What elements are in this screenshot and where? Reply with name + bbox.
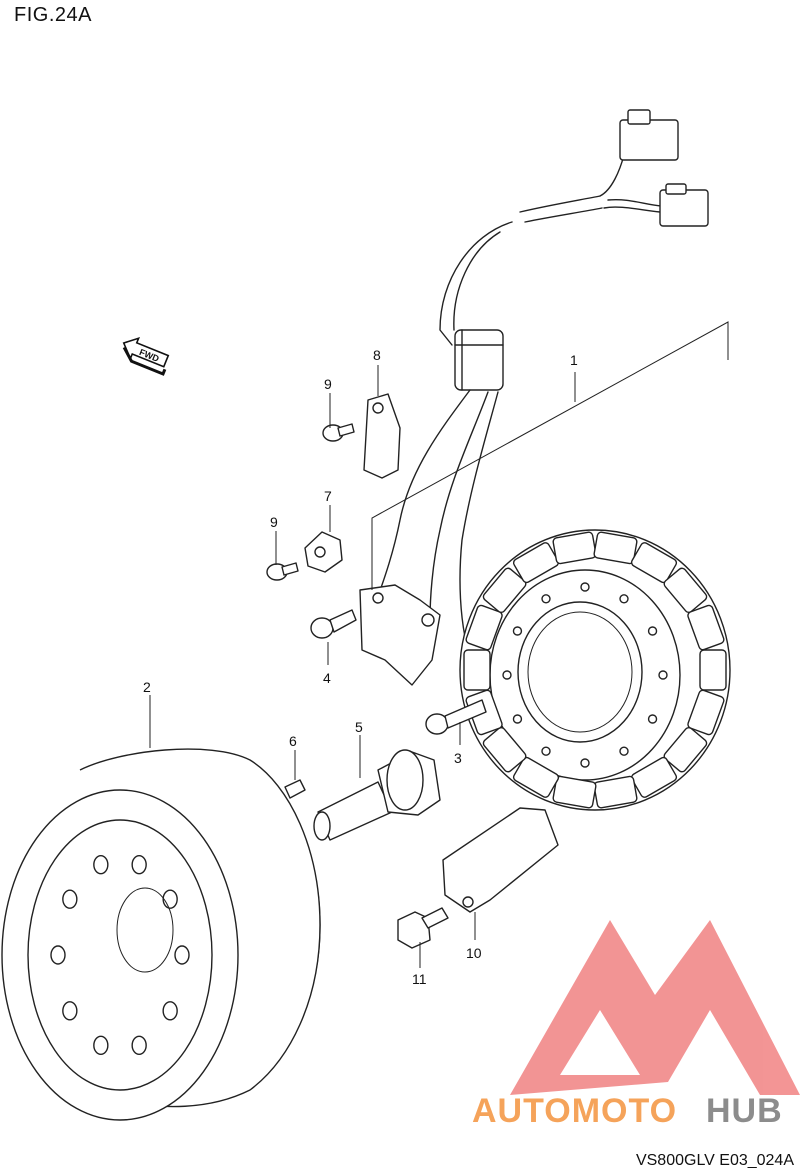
stator-hole xyxy=(580,758,590,768)
rotor-hole xyxy=(93,1035,109,1056)
callout-8: 8 xyxy=(373,347,381,363)
stator-pole xyxy=(630,542,678,584)
stator-hole xyxy=(541,594,551,604)
guide-bolt xyxy=(397,907,449,949)
callout-9-lower: 9 xyxy=(270,514,278,530)
figure-title: FIG.24A xyxy=(14,4,92,26)
lead-wire-guide xyxy=(442,807,559,913)
rotor-hole xyxy=(62,889,78,909)
watermark-logo-icon xyxy=(510,920,800,1095)
stator-pole xyxy=(463,649,491,691)
stator-hole xyxy=(647,626,658,636)
woodruff-key xyxy=(284,779,306,799)
connector-lower xyxy=(659,189,709,227)
stator-pole xyxy=(593,531,638,565)
callout-2: 2 xyxy=(143,679,151,695)
callout-5: 5 xyxy=(355,719,363,735)
stator-pole xyxy=(482,726,527,773)
callout-3: 3 xyxy=(454,750,462,766)
wire-clamp-plate xyxy=(363,393,401,479)
callout-6: 6 xyxy=(289,733,297,749)
stator-pole xyxy=(552,531,597,565)
callout-7: 7 xyxy=(324,488,332,504)
callout-labels: 1 2 3 4 5 6 7 8 9 9 10 11 xyxy=(143,347,578,987)
stator-pole xyxy=(465,604,503,651)
connector-upper xyxy=(619,119,679,161)
stator-pole xyxy=(699,649,727,691)
callout-1: 1 xyxy=(570,352,578,368)
rotor-hole xyxy=(174,945,190,965)
stator-pole xyxy=(663,726,708,773)
stator-hole xyxy=(541,746,551,756)
callout-11: 11 xyxy=(412,971,427,987)
rotor-hole xyxy=(162,1001,178,1021)
stator-hole xyxy=(619,594,629,604)
stator-hole xyxy=(512,626,523,636)
wire-clamp xyxy=(304,531,343,573)
figure-code: VS800GLV E03_024A xyxy=(635,1152,794,1169)
callout-10: 10 xyxy=(466,945,482,961)
stator-pole xyxy=(593,775,638,809)
stator-hole xyxy=(512,714,523,724)
stator-hole xyxy=(647,714,658,724)
stator-pole xyxy=(663,567,708,614)
stator-bracket-screw xyxy=(310,609,357,639)
callout-4: 4 xyxy=(323,670,331,686)
watermark-suffix: HUB xyxy=(706,1092,783,1130)
rotor-hole xyxy=(131,854,147,875)
stator-bracket xyxy=(359,584,441,686)
rotor-hole xyxy=(162,889,178,909)
watermark-prefix: AUTOMOTO xyxy=(472,1092,677,1130)
flywheel-rotor xyxy=(1,748,321,1121)
stator-hole xyxy=(580,582,590,592)
stator-hole xyxy=(502,670,512,680)
screw-upper xyxy=(322,423,355,442)
stator-pole xyxy=(687,689,725,736)
stator-pole xyxy=(552,775,597,809)
stator-assembly xyxy=(359,529,731,811)
stator-hole xyxy=(658,670,668,680)
stator-pole xyxy=(687,604,725,651)
stator-bolt xyxy=(425,699,487,735)
stator-pole xyxy=(512,542,560,584)
rotor-hole xyxy=(62,1001,78,1021)
callout-leaders xyxy=(149,321,729,968)
callout-9-upper: 9 xyxy=(324,376,332,392)
stator-pole xyxy=(630,756,678,798)
stator-pole xyxy=(512,756,560,798)
rotor-bolt xyxy=(313,749,441,841)
fwd-arrow-icon: FWD xyxy=(122,336,170,376)
screw-lower xyxy=(266,562,299,581)
rotor-hole xyxy=(50,945,66,965)
rotor-hole xyxy=(131,1035,147,1056)
wiring-harness xyxy=(374,109,709,651)
rotor-hole xyxy=(93,854,109,875)
stator-pole xyxy=(482,567,527,614)
stator-hole xyxy=(619,746,629,756)
